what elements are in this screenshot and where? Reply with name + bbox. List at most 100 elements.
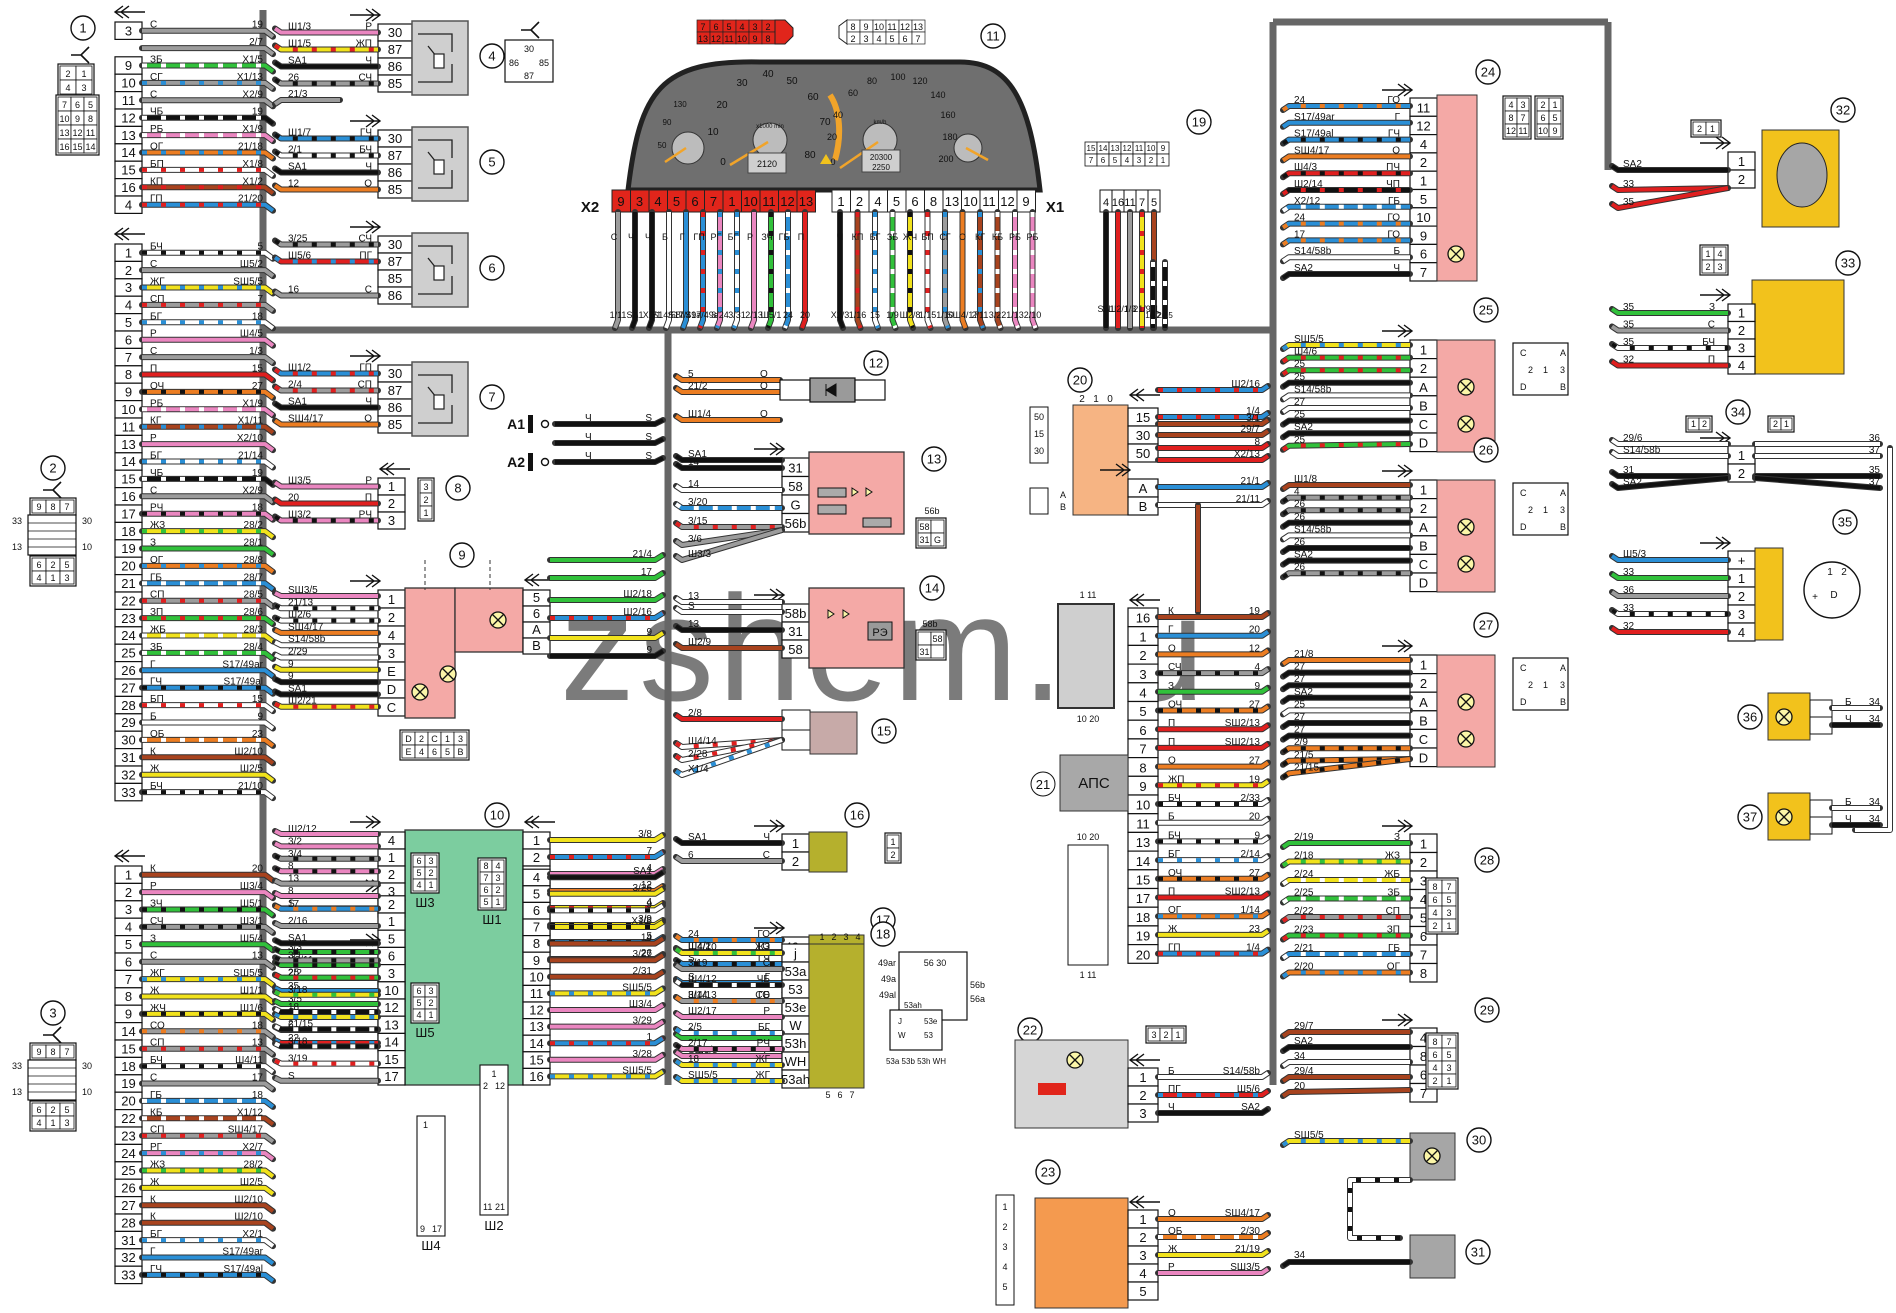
pin-number: 1 <box>388 914 395 929</box>
pin: E <box>377 661 406 681</box>
face-cell <box>1713 259 1727 274</box>
wire-destination: Ш5/4 <box>240 933 264 944</box>
face-pin-label: 58 <box>932 634 942 644</box>
wire-color-code: СЧ <box>150 916 164 927</box>
wire-destination: 1/10 <box>936 310 954 320</box>
wire-core <box>1281 841 1410 849</box>
tacho-tick-label: 50 <box>786 76 798 87</box>
module-10-wire-right <box>547 1002 666 1013</box>
face-pin-label: 7 <box>62 100 67 110</box>
wire-destination: SШ3/5 <box>1230 1262 1260 1273</box>
face-pin-label: 3 <box>863 34 868 44</box>
resistor <box>817 487 847 498</box>
pin-number: 11 <box>122 419 136 434</box>
wire-source: 2/21 <box>1294 943 1314 954</box>
harness-wire <box>139 1028 276 1041</box>
wire-destination: 18 <box>252 311 264 322</box>
pin-number: 31 <box>121 750 135 765</box>
pin: 1 <box>377 912 406 931</box>
wire-core <box>908 212 915 329</box>
pin: 2 <box>1409 851 1438 872</box>
pin: 10 <box>961 189 981 213</box>
switch-18-wire <box>673 1026 785 1036</box>
pin: 86 <box>377 398 413 417</box>
pin: 85 <box>377 180 413 199</box>
switch-23-body <box>1034 1197 1129 1309</box>
wire-stripe <box>674 979 782 987</box>
pin: 10 <box>1409 207 1438 227</box>
wire-source: Ш2/12 <box>288 824 317 835</box>
wire-destination: Ш5/1 <box>240 899 264 910</box>
wire-core <box>1281 272 1410 280</box>
pin-number: 15 <box>121 163 135 178</box>
plug-cell <box>781 709 811 731</box>
relay-wire <box>272 366 381 377</box>
wire-core <box>1158 667 1270 676</box>
sub-connector-name: Ш5 <box>415 1025 434 1040</box>
tacho-tick-label: 20 <box>716 100 728 111</box>
wire-source: 35 <box>1623 302 1635 313</box>
sensor-35-wire <box>1609 589 1731 599</box>
pin: 12 <box>114 108 143 127</box>
pin-number: 2 <box>1420 155 1427 170</box>
pin: 2 <box>781 851 810 871</box>
callout-number: 28 <box>1480 853 1494 868</box>
lamp-icon <box>411 683 429 701</box>
harness-wire <box>139 941 276 954</box>
aps-21-wire <box>1155 628 1271 639</box>
callout-5: 5 <box>479 149 505 175</box>
face-pin-label: 5 <box>416 998 421 1008</box>
wire-core <box>1158 891 1270 900</box>
wire-source: SA1 <box>288 933 307 944</box>
harness-wire <box>139 166 276 179</box>
rheostat <box>862 517 892 528</box>
pin: 4 <box>648 189 668 213</box>
pin-number: A <box>1139 481 1148 496</box>
wire-stripe <box>274 1007 378 1014</box>
wire-stripe <box>274 701 378 709</box>
diode-wire <box>673 385 783 395</box>
pin: 5 <box>1127 1281 1159 1301</box>
wiper-switch-17-wire <box>673 1049 785 1059</box>
pin-number: 18 <box>121 1059 135 1074</box>
relay-wire <box>272 254 381 265</box>
wire-destination: Ш3/4 <box>629 999 653 1010</box>
pin-number: 15 <box>529 1052 543 1067</box>
face-body <box>1512 657 1569 711</box>
callout-number: 15 <box>877 724 891 739</box>
lamp-22-wire <box>1155 1070 1271 1080</box>
pin: 29 <box>114 713 143 732</box>
wire-destination: 1/4 <box>1246 943 1260 954</box>
lamp-cross <box>1426 1150 1438 1162</box>
pin-number: 53a <box>785 964 807 979</box>
aps-21-wire <box>1155 778 1271 789</box>
pin: 4 <box>1099 189 1113 213</box>
wire-core <box>142 494 275 504</box>
odometer-value: 2120 <box>757 159 777 169</box>
face-pin-label: 3 <box>1520 100 1525 110</box>
pin: 13 <box>377 1015 406 1035</box>
pin-number: 86 <box>388 288 402 303</box>
callout-circle <box>871 718 897 744</box>
face-body <box>1512 482 1569 536</box>
pin-number: 86 <box>388 59 402 74</box>
pin: 19 <box>1127 925 1159 946</box>
switch-15-body <box>809 711 858 755</box>
wire-source: SA2 <box>1294 1036 1313 1047</box>
face-pin-label: 3 <box>428 856 433 866</box>
wire-stripe <box>1281 970 1410 979</box>
module-10-wire <box>272 998 381 1007</box>
arrow-path <box>1700 536 1732 550</box>
callout-number: 11 <box>986 29 1000 44</box>
wire-destination: 3/8 <box>638 829 652 840</box>
pin: 8 <box>114 987 143 1006</box>
callout-circle <box>484 802 510 828</box>
wire-stripe <box>1281 495 1410 504</box>
face-pin-label: 3 <box>1560 365 1565 375</box>
pin: A <box>522 621 551 639</box>
pin-number: 2 <box>388 496 395 511</box>
connector-28-wire <box>1280 895 1413 906</box>
